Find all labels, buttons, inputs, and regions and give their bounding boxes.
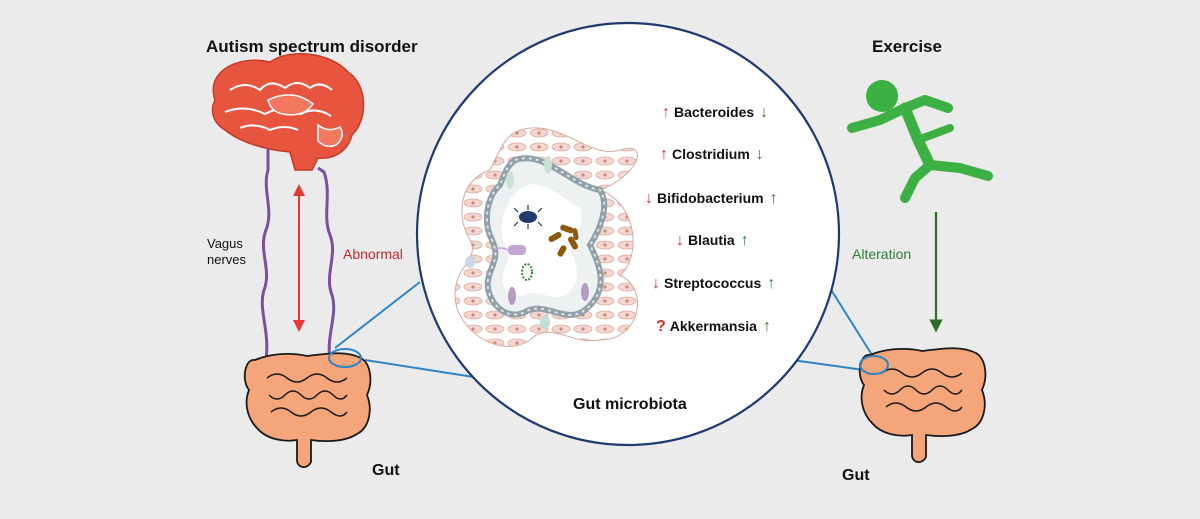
asd-change-indicator: ↑: [662, 104, 670, 121]
bacteria-name: Streptococcus: [664, 275, 762, 291]
bacteria-row: ↑Clostridium ↓: [660, 146, 764, 164]
exercise-title: Exercise: [872, 37, 942, 56]
asd-change-indicator: ↓: [652, 275, 660, 292]
gut-label-right: Gut: [842, 467, 870, 484]
bacteria-row: ↓Bifidobacterium ↑: [645, 190, 778, 208]
vagus-nerves-label: Vagus nerves: [207, 236, 247, 267]
alteration-label: Alteration: [852, 246, 912, 262]
bacterium-icon: [521, 263, 533, 281]
bacterium-icon: [548, 224, 579, 257]
exercise-change-indicator: ↑: [769, 190, 778, 207]
bacteria-row: ↑Bacteroides ↓: [662, 104, 768, 122]
asd-title: Autism spectrum disorder: [206, 37, 418, 56]
bacterium-icon: [513, 205, 543, 229]
brain-icon: [211, 52, 365, 171]
exercise-change-indicator: ↓: [760, 104, 769, 121]
epithelium-icon: [454, 127, 638, 347]
goblet-cells: [465, 156, 589, 329]
exercise-change-indicator: ↑: [740, 232, 749, 249]
exercise-change-indicator: ↑: [762, 318, 771, 335]
abnormal-label: Abnormal: [343, 246, 403, 262]
bacterium-icon: [493, 245, 526, 255]
exercise-change-indicator: ↓: [755, 146, 764, 163]
asd-change-indicator: ↓: [645, 190, 653, 207]
runner-icon: [847, 80, 993, 203]
gut-label-left: Gut: [372, 462, 400, 479]
microbiota-label: Gut microbiota: [573, 396, 687, 413]
gut-icon: [243, 348, 372, 468]
bacteria-name: Blautia: [688, 232, 735, 248]
bacteria-row: ↓Streptococcus ↑: [652, 275, 775, 293]
bacteria-name: Clostridium: [672, 146, 750, 162]
bacteria-name: Akkermansia: [669, 318, 757, 334]
bacteria-name: Bacteroides: [674, 104, 755, 120]
exercise-change-indicator: ↑: [767, 275, 776, 292]
vagus-nerves: [260, 148, 336, 361]
asd-change-indicator: ↓: [676, 232, 684, 249]
bacteria-name: Bifidobacterium: [657, 190, 764, 206]
gut-icon: [858, 347, 987, 463]
connector-lines: [334, 281, 873, 379]
asd-change-indicator: ↑: [660, 146, 668, 163]
bacteria-row: ↓Blautia ↑: [676, 232, 749, 250]
bacteria-row: ?Akkermansia ↑: [656, 318, 771, 336]
asd-change-indicator: ?: [656, 318, 666, 335]
